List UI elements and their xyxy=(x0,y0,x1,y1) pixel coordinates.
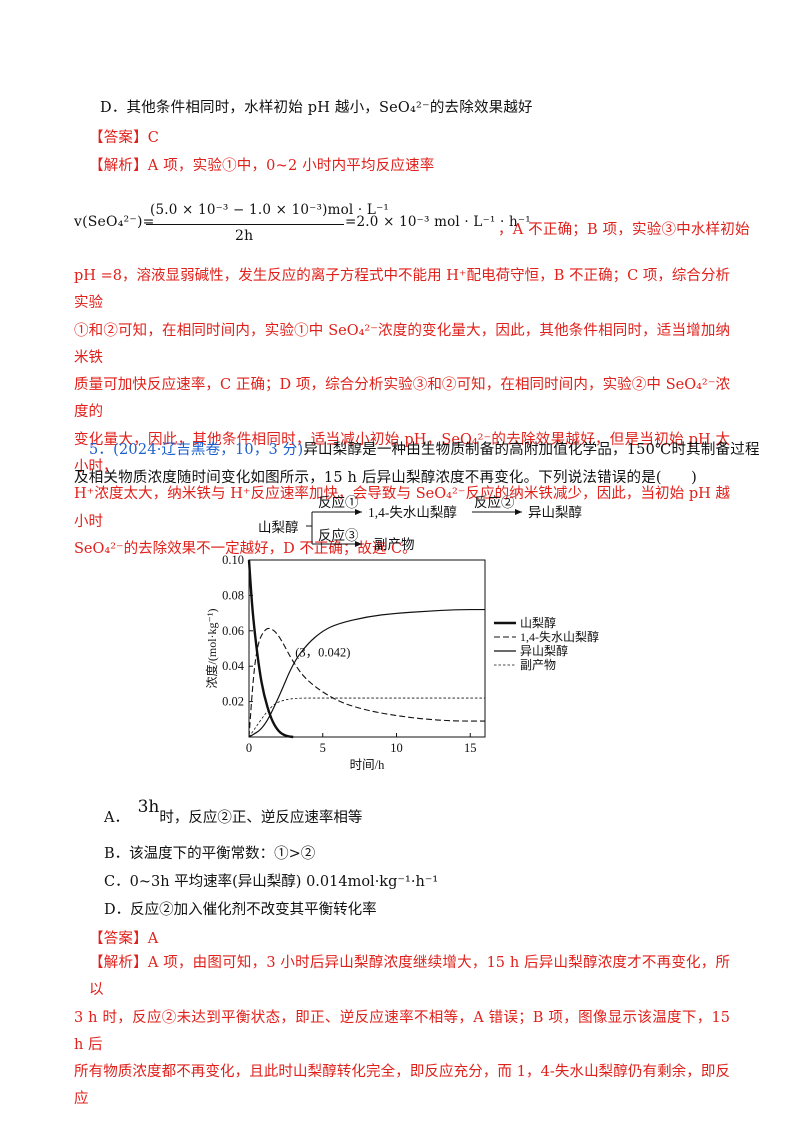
y-tick-label: 0.04 xyxy=(222,659,245,673)
series-line xyxy=(248,697,485,738)
analysis-line: 所有物质浓度都不再变化，且此时山梨醇转化完全，即反应充分，而 1，4-失水山梨醇… xyxy=(74,1064,730,1108)
scheme-r2: 反应② xyxy=(474,494,515,510)
scheme-start: 山梨醇 xyxy=(258,519,299,535)
option-a-text: 时，反应②正、逆反应速率相等 xyxy=(159,810,363,826)
y-tick-label: 0.08 xyxy=(222,588,244,602)
answer-label-1: 【答案】C xyxy=(89,130,160,146)
option-a-head: A． xyxy=(104,810,129,826)
formula-denominator: 2h xyxy=(235,228,254,244)
formula-tail: ，A 不正确；B 项，实验③中水样初始 xyxy=(498,222,750,238)
question-stem-2: 及相关物质浓度随时间变化如图所示，15 h 后异山梨醇浓度不再变化。下列说法错误… xyxy=(74,470,698,486)
analysis-line: SeO₄²⁻的去除效果不一定越好，D 不正确；故选 C。 xyxy=(74,540,417,557)
formula-numerator: (5.0 × 10⁻³ − 1.0 × 10⁻³)mol · L⁻¹ xyxy=(150,202,390,218)
x-tick-label: 10 xyxy=(390,741,403,755)
question-stem-1: 异山梨醇是一种由生物质制备的高附加值化学品，150℃时其制备过程 xyxy=(303,442,760,458)
analysis-1-paragraph: pH =8，溶液显弱碱性，发生反应的离子方程式中不能用 H⁺配电荷守恒，B 不正… xyxy=(74,263,730,563)
prev-option-d: D．其他条件相同时，水样初始 pH 越小，SeO₄²⁻的去除效果越好 xyxy=(100,100,533,116)
x-axis-label: 时间/h xyxy=(350,758,385,770)
series-line xyxy=(247,559,294,739)
fraction-bar xyxy=(146,224,344,225)
analysis-label-1: 【解析】A 项，实验①中，0~2 小时内平均反应速率 xyxy=(89,158,435,174)
y-tick-label: 0.06 xyxy=(222,624,244,638)
option-d: D．反应②加入催化剂不改变其平衡转化率 xyxy=(104,902,377,918)
analysis-line: H⁺浓度太大，纳米铁与 H⁺反应速率加快，会导致与 SeO₄²⁻反应的纳米铁减少… xyxy=(74,486,730,530)
x-tick-label: 15 xyxy=(464,741,477,755)
option-b: B．该温度下的平衡常数：①>② xyxy=(104,846,316,862)
x-tick-label: 5 xyxy=(320,741,326,755)
y-tick-label: 0.10 xyxy=(222,553,244,567)
legend-entry: 山梨醇 xyxy=(520,615,556,630)
analysis-2-paragraph: 【解析】A 项，由图可知，3 小时后异山梨醇浓度继续增大，15 h 后异山梨醇浓… xyxy=(74,950,730,1114)
concentration-chart: 0 5 10 15 0.02 0.04 0.06 0.08 0.10 山梨醇1,4-失水山梨醇异… xyxy=(204,553,599,770)
analysis-line: 【解析】A 项，由图可知，3 小时后异山梨醇浓度继续增大，15 h 后异山梨醇浓… xyxy=(89,955,730,999)
scheme-r3: 反应③ xyxy=(318,527,359,543)
analysis-line: 变化量大，因此，其他条件相同时，适当减小初始 pH，SeO₄²⁻的去除效果越好，… xyxy=(74,431,730,476)
analysis-line: ①和②可知，在相同时间内，实验①中 SeO₄²⁻浓度的变化量大，因此，其他条件相… xyxy=(74,322,730,366)
arrow-head-icon xyxy=(355,541,362,547)
option-a-big: 3h xyxy=(137,797,160,817)
legend-entry: 副产物 xyxy=(520,658,556,672)
scheme-p1: 1,4-失水山梨醇 xyxy=(368,504,457,520)
chart-annotation: (3，0.042) xyxy=(295,646,350,660)
analysis-line: 质量可加快反应速率，C 正确；D 项，综合分析实验③和②可知，在相同时间内，实验… xyxy=(74,377,730,421)
y-axis-label: 浓度/(mol·kg⁻¹) xyxy=(204,609,219,689)
question-5-header: 5．(2024·辽吉黑卷，10，3 分)异山梨醇是一种由生物质制备的高附加值化学… xyxy=(89,438,760,459)
question-source: (2024·辽吉黑卷，10，3 分) xyxy=(113,442,304,458)
analysis-line: pH =8，溶液显弱碱性，发生反应的离子方程式中不能用 H⁺配电荷守恒，B 不正… xyxy=(74,268,730,312)
arrow-head-icon xyxy=(515,509,522,515)
reaction-scheme: 山梨醇 反应① 1,4-失水山梨醇 反应② 异山梨醇 反应③ 副产物 xyxy=(258,494,582,552)
formula-rhs: =2.0 × 10⁻³ mol · L⁻¹ · h⁻¹ xyxy=(345,214,531,230)
series-line xyxy=(248,608,485,738)
option-c: C．0~3h 平均速率(异山梨醇) 0.014mol·kg⁻¹·h⁻¹ xyxy=(104,874,439,890)
legend-entry: 异山梨醇 xyxy=(520,643,568,658)
legend-entry: 1,4-失水山梨醇 xyxy=(520,629,599,644)
answer-label-2: 【答案】A xyxy=(89,931,159,947)
scheme-p2: 异山梨醇 xyxy=(528,504,582,520)
x-tick-label: 0 xyxy=(246,741,252,755)
scheme-p3: 副产物 xyxy=(374,537,415,552)
option-a: A． 3h时，反应②正、逆反应速率相等 xyxy=(104,797,363,827)
y-tick-label: 0.02 xyxy=(222,695,244,709)
scheme-r1: 反应① xyxy=(318,494,359,510)
formula-lhs: v(SeO₄²⁻)= xyxy=(74,214,155,230)
plot-frame xyxy=(248,559,486,738)
analysis-line: 3 h 时，反应②未达到平衡状态，即正、逆反应速率不相等，A 错误；B 项，图像… xyxy=(74,1009,730,1053)
question-number: 5． xyxy=(89,442,114,458)
arrow-head-icon xyxy=(355,509,362,515)
